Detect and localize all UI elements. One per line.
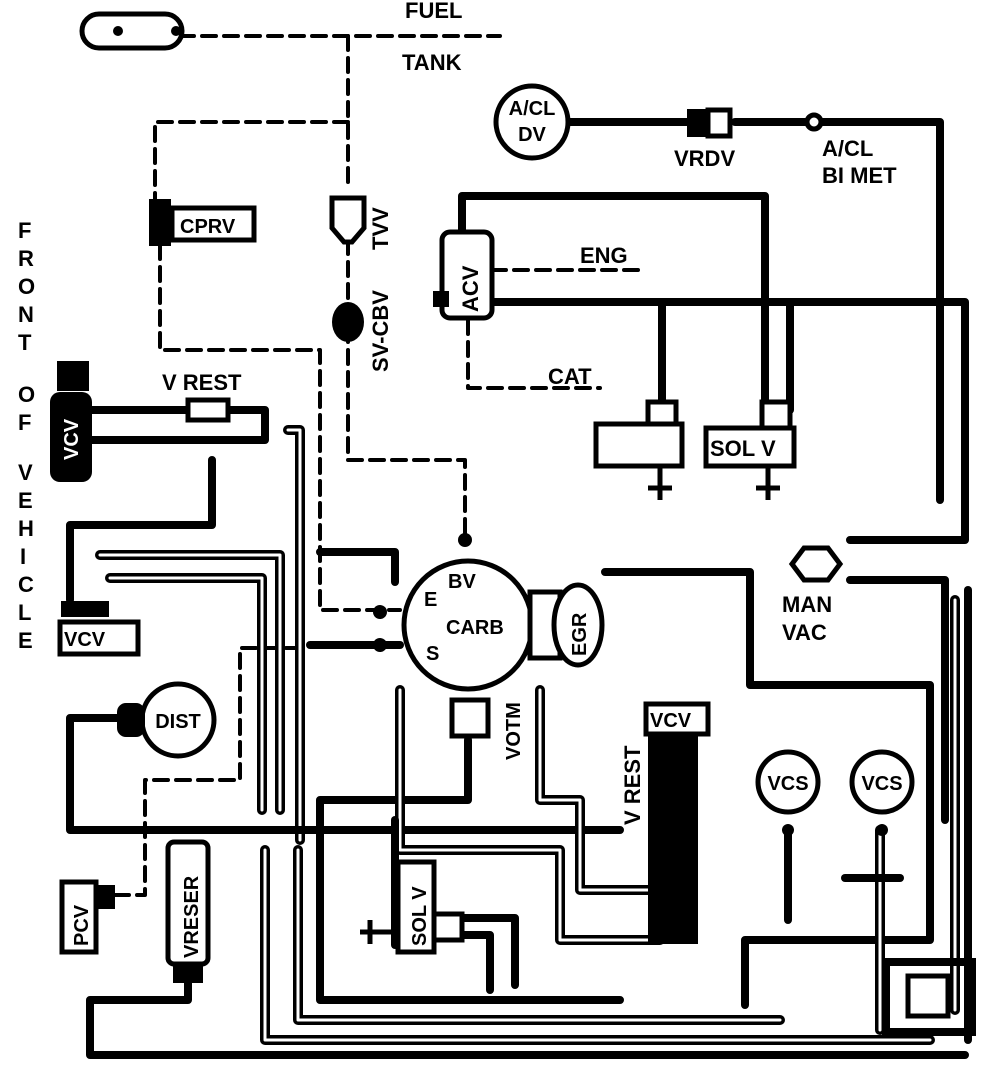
carb-e-hose bbox=[316, 548, 399, 586]
vrdv-label: VRDV bbox=[674, 146, 735, 171]
left-double-hose-1 bbox=[95, 550, 285, 815]
cat-line bbox=[466, 318, 602, 390]
vcv-left-label: VCV bbox=[64, 629, 106, 651]
cprv-valve bbox=[149, 199, 257, 246]
vcv-right-label: VCV bbox=[650, 710, 692, 732]
sol-v-bottom bbox=[360, 859, 465, 955]
acv-label: ACV bbox=[458, 265, 483, 312]
vrdv-valve bbox=[687, 107, 733, 139]
acl-bimet-label-1: A/CL bbox=[822, 136, 873, 161]
svcbv-valve bbox=[332, 302, 364, 342]
fov-letter: C bbox=[18, 572, 34, 597]
vcs-switch-2 bbox=[849, 749, 915, 836]
acv-top-hose bbox=[458, 192, 769, 434]
cprv-branch-line bbox=[153, 120, 350, 202]
solv-bottom-hose-2 bbox=[436, 931, 494, 994]
vcs-switch-1 bbox=[755, 749, 821, 836]
cprv-label: CPRV bbox=[180, 216, 236, 238]
vcv-top-label: VCV bbox=[61, 418, 83, 460]
fov-letter: O bbox=[18, 274, 35, 299]
tvv-valve bbox=[329, 195, 367, 245]
eng-label: ENG bbox=[580, 243, 628, 268]
svcbv-to-carb-line bbox=[346, 238, 467, 542]
sol-v-top-label: SOL V bbox=[710, 436, 776, 461]
fov-letter: F bbox=[18, 410, 31, 435]
fov-letter: R bbox=[18, 246, 34, 271]
man-vac-label-1: MAN bbox=[782, 592, 832, 617]
carb-bv-label: BV bbox=[448, 571, 476, 593]
acl-dv-label-1: A/CL bbox=[509, 98, 556, 120]
fov-letter: I bbox=[20, 544, 26, 569]
pcv-line bbox=[113, 646, 302, 897]
dashed-hoses bbox=[113, 34, 642, 897]
carb-label: CARB bbox=[446, 617, 504, 639]
vreser-bottom-hose bbox=[86, 971, 969, 1059]
egr-hose bbox=[601, 568, 934, 1009]
egr-label: EGR bbox=[569, 612, 591, 656]
cat-valve bbox=[593, 399, 685, 500]
carburetor bbox=[401, 558, 563, 692]
fov-letter: L bbox=[18, 600, 31, 625]
vcs-1-label: VCS bbox=[767, 773, 808, 795]
vcv-left-valve bbox=[57, 601, 141, 657]
fov-letter: T bbox=[18, 330, 32, 355]
fuel-canister bbox=[79, 11, 185, 51]
front-of-vehicle-label: F R O N T O F V E H I C L E bbox=[18, 218, 35, 653]
fov-letter: O bbox=[18, 382, 35, 407]
acl-dv-label-2: DV bbox=[518, 124, 546, 146]
vacuum-reservoir bbox=[165, 839, 211, 983]
sol-v-bottom-label: SOL V bbox=[409, 886, 431, 946]
cprv-to-carb-line bbox=[158, 243, 402, 612]
left-tall-hose bbox=[283, 425, 305, 845]
solid-hoses bbox=[66, 118, 972, 1059]
tank-label: TANK bbox=[402, 50, 462, 75]
dist-hose bbox=[66, 714, 624, 834]
fov-letter: E bbox=[18, 628, 33, 653]
vreser-label: VRESER bbox=[181, 875, 203, 958]
acv-right-hose bbox=[486, 298, 969, 544]
carb-bv-port bbox=[458, 533, 472, 547]
bottom-right-assembly bbox=[882, 958, 976, 1036]
distributor-diaphragm bbox=[117, 681, 217, 759]
man-vac-fitting bbox=[788, 545, 844, 583]
pcv-valve bbox=[59, 879, 115, 955]
sol-v-top bbox=[703, 399, 797, 500]
vcs-2-label: VCS bbox=[861, 773, 902, 795]
fov-letter: V bbox=[18, 460, 33, 485]
bimet-down-hose bbox=[818, 118, 944, 504]
pcv-label: PCV bbox=[71, 904, 93, 946]
solv-bottom-right-hose bbox=[456, 914, 519, 989]
fuel-label: FUEL bbox=[405, 0, 462, 23]
vcv-top-hose bbox=[76, 406, 269, 444]
vcv-top-valve bbox=[50, 361, 231, 482]
fov-letter: F bbox=[18, 218, 31, 243]
acl-dv-valve bbox=[493, 83, 571, 161]
dist-label: DIST bbox=[155, 711, 201, 733]
vcv-right-valve bbox=[643, 701, 711, 944]
carb-e-port bbox=[373, 605, 387, 619]
v-rest-top-label: V REST bbox=[162, 370, 242, 395]
fov-letter: H bbox=[18, 516, 34, 541]
svcbv-label: SV-CBV bbox=[368, 290, 393, 372]
acl-bimet-label-2: BI MET bbox=[822, 163, 897, 188]
fov-letter: E bbox=[18, 488, 33, 513]
v-rest-right-label: V REST bbox=[620, 745, 645, 825]
votm-hose bbox=[316, 736, 624, 1004]
carb-s-label: S bbox=[426, 643, 439, 665]
vcv-top-to-vcv-left-hose bbox=[66, 456, 216, 604]
acl-bimet-port bbox=[804, 112, 824, 132]
fov-letter: N bbox=[18, 302, 34, 327]
man-vac-label-2: VAC bbox=[782, 620, 827, 645]
egr-valve bbox=[551, 582, 605, 668]
manvac-lower-hose bbox=[846, 576, 949, 824]
carb-s-port bbox=[373, 638, 387, 652]
acv-valve bbox=[433, 229, 495, 321]
carb-e-label: E bbox=[424, 589, 437, 611]
votm-valve bbox=[449, 697, 491, 739]
tvv-label: TVV bbox=[368, 207, 393, 250]
votm-label: VOTM bbox=[503, 702, 525, 760]
cat-label: CAT bbox=[548, 364, 592, 389]
